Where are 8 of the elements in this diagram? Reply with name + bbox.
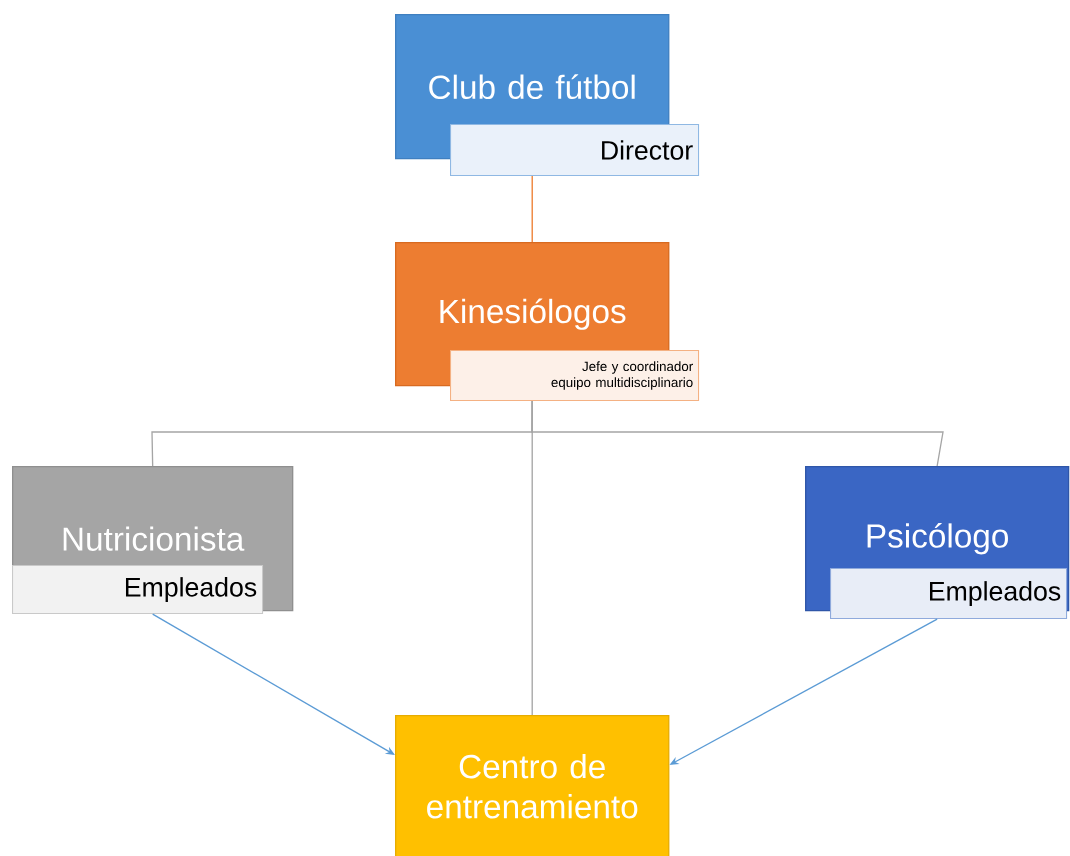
org-box: Centro de entrenamiento <box>395 715 670 856</box>
connector-line <box>152 613 395 755</box>
role-box: Director <box>450 124 700 176</box>
connector-line <box>531 400 533 716</box>
role-box: Empleados <box>12 565 264 615</box>
connector-line <box>531 175 533 243</box>
role-box: Jefe y coordinador equipo multidisciplinario <box>450 350 700 402</box>
role-box: Empleados <box>830 568 1068 620</box>
